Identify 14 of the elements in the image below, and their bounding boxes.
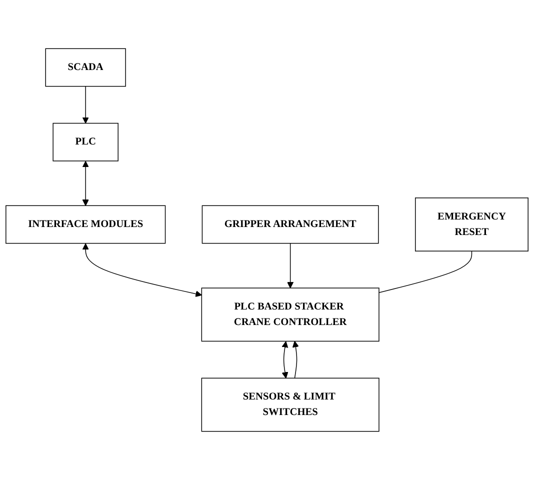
node-box: EMERGENCY RESET [415, 198, 528, 252]
arrow [82, 160, 89, 206]
node-box: PLC BASED STACKER CRANE CONTROLLER [201, 288, 380, 342]
arrow [82, 243, 202, 298]
arrow [292, 340, 299, 379]
node-box: SENSORS & LIMIT SWITCHES [201, 378, 380, 432]
arrow [82, 86, 89, 124]
node-box: GRIPPER ARRANGEMENT [202, 205, 379, 244]
node-box: INTERFACE MODULES [6, 205, 166, 244]
connector [378, 250, 472, 293]
node-box: PLC [52, 122, 118, 162]
arrow [287, 242, 294, 288]
node-box: SCADA [45, 48, 126, 87]
arrow [282, 341, 288, 378]
